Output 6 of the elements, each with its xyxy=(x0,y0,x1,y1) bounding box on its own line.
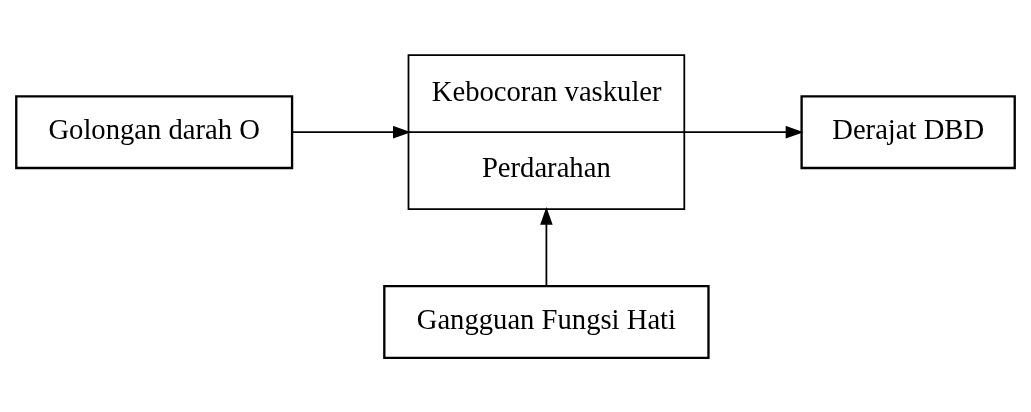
arrow xyxy=(291,125,411,138)
node-box: Derajat DBD xyxy=(800,94,1016,169)
arrow xyxy=(540,206,553,287)
arrow xyxy=(684,125,804,138)
node-box: Golongan darah O xyxy=(15,94,294,169)
node-box: Gangguan Fungsi Hati xyxy=(383,284,710,359)
